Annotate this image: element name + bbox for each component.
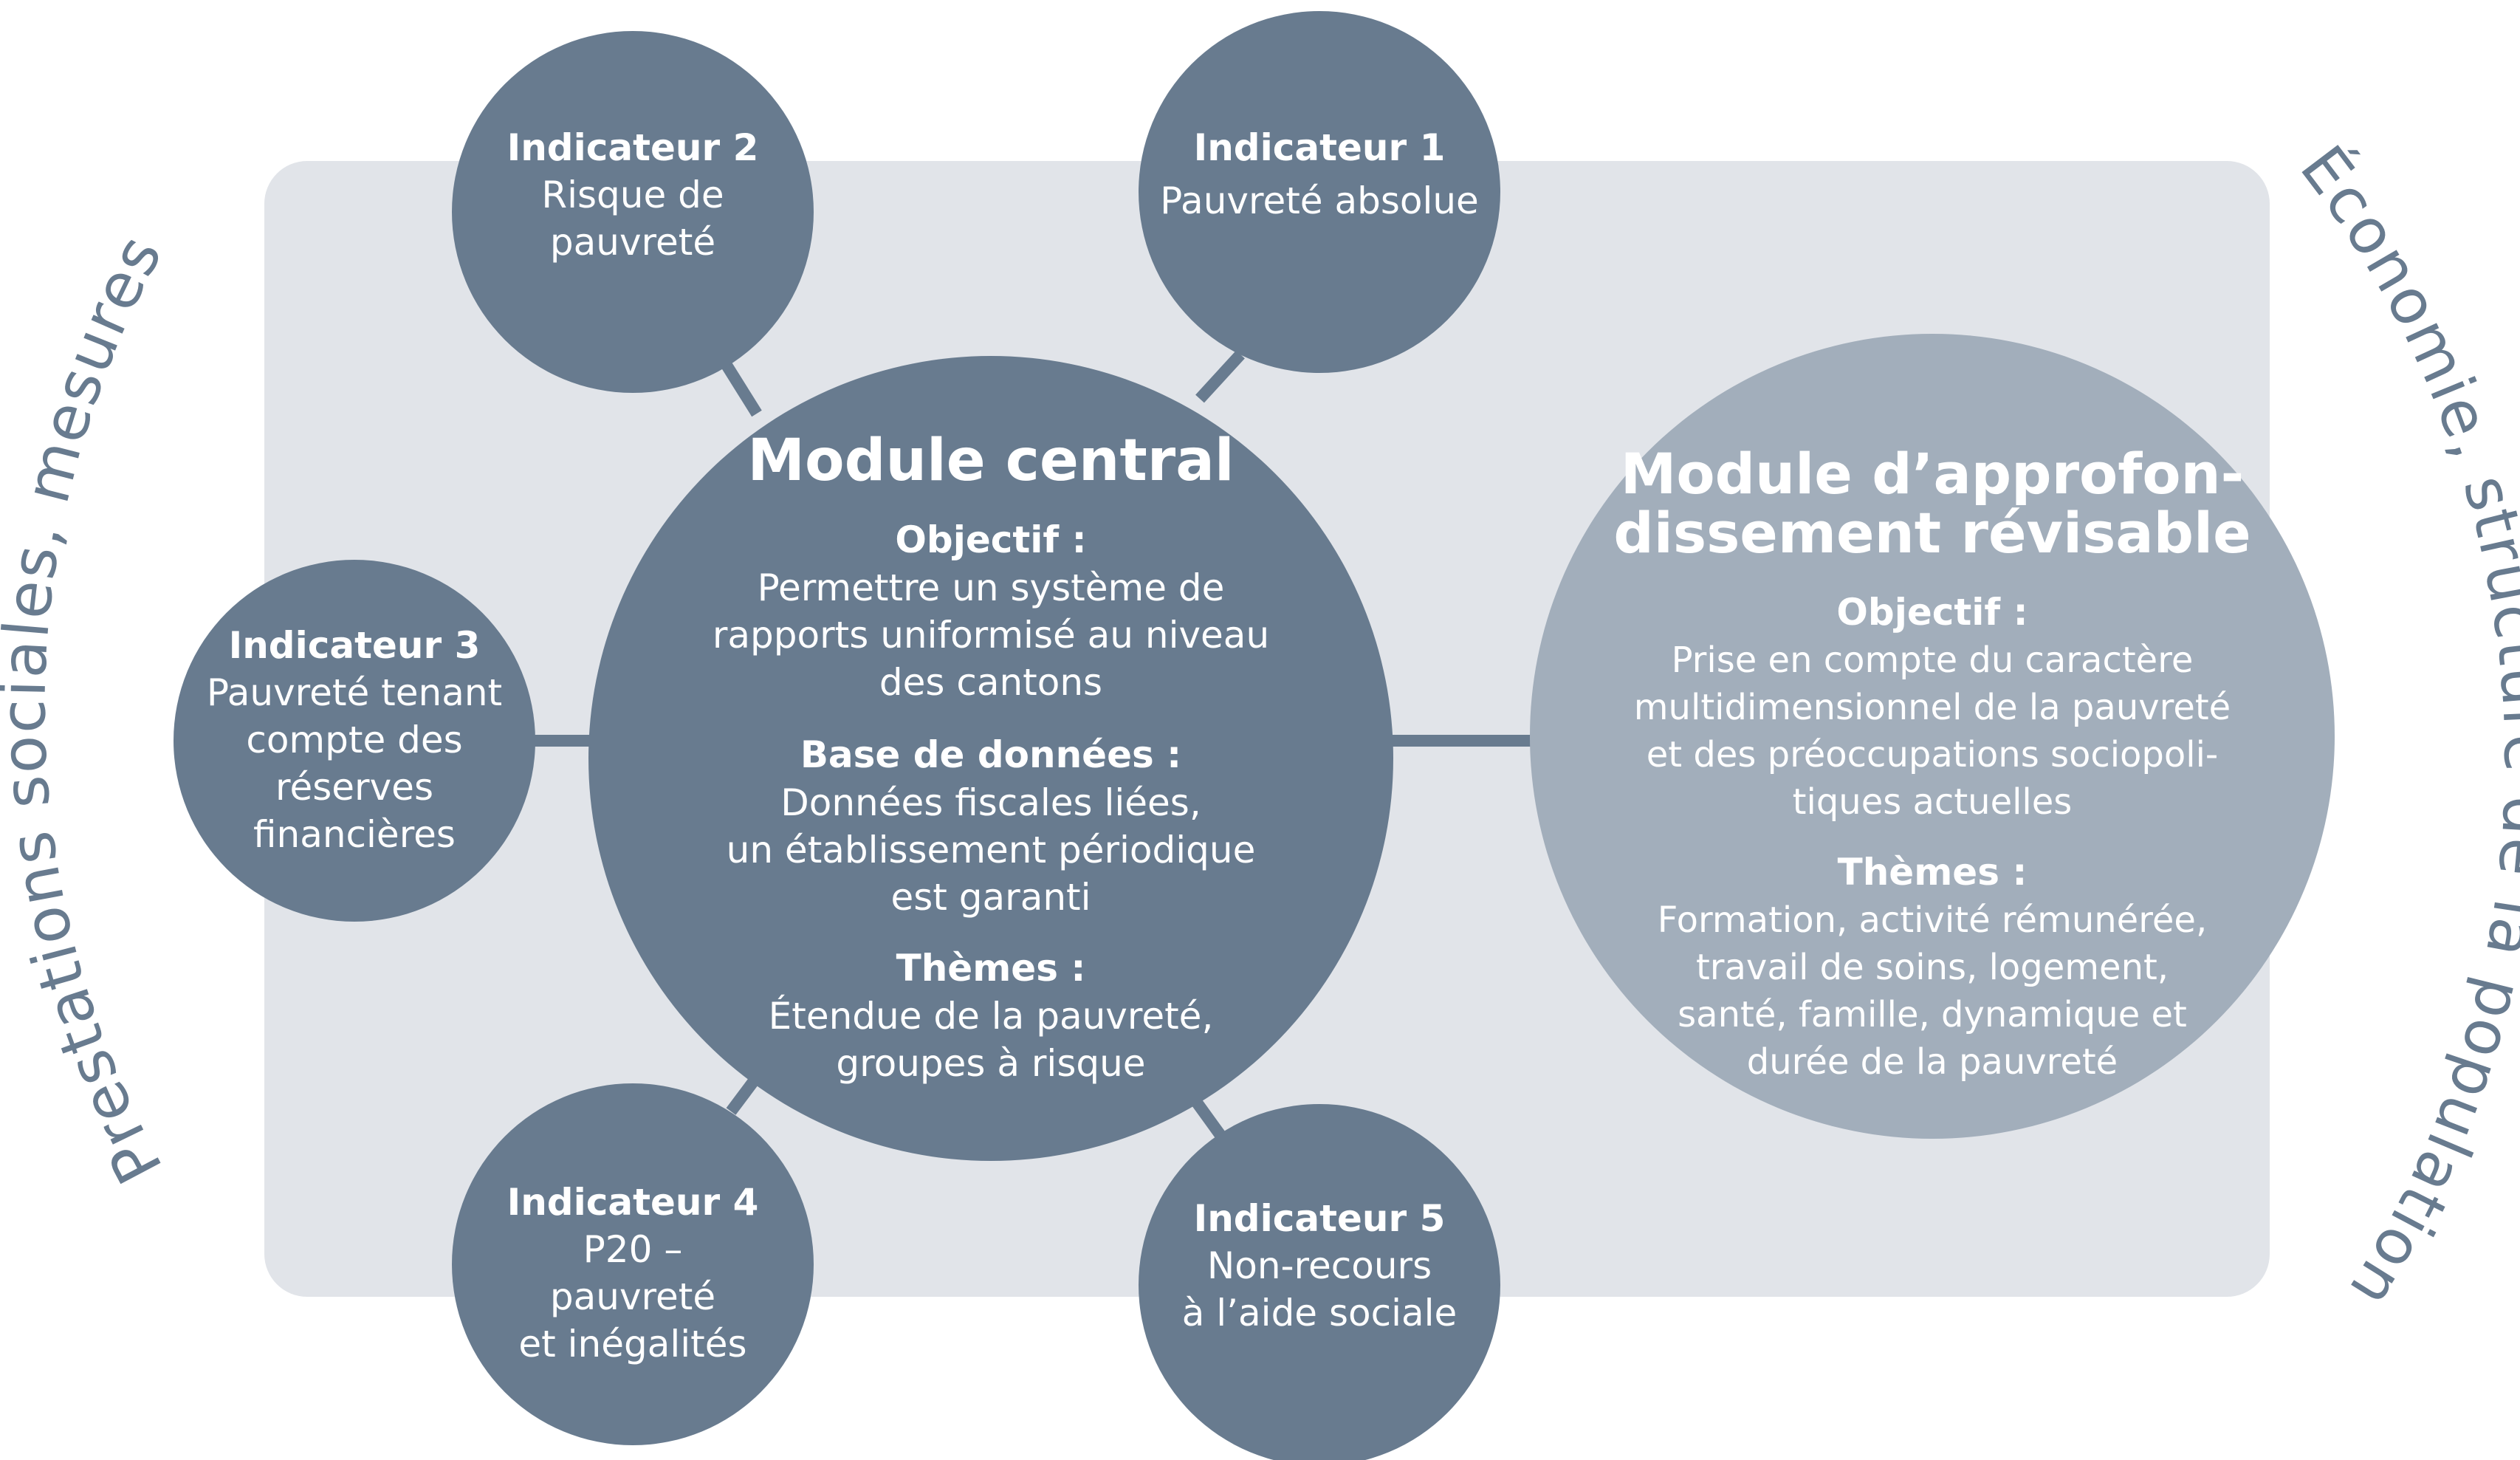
- central-objective-line-3: des cantons: [879, 661, 1102, 704]
- indicator-4: Indicateur 4 P20 – pauvreté et inégalité…: [507, 1181, 759, 1365]
- indicator-4-title: Indicateur 4: [507, 1181, 759, 1224]
- revisable-module: Module d’approfon- dissement révisable O…: [1613, 441, 2251, 1083]
- indicator-1: Indicateur 1 Pauvreté absolue: [1160, 126, 1479, 222]
- indicator-1-circle: [1139, 11, 1500, 373]
- central-module: Module central Objectif : Permettre un s…: [713, 428, 1269, 1085]
- revisable-themes-line-2: travail de soins, logement,: [1696, 947, 2169, 988]
- indicator-5: Indicateur 5 Non-recours à l’aide social…: [1182, 1197, 1458, 1334]
- connector-indicator-2: [718, 357, 762, 417]
- central-objective-line-1: Permettre un système de: [758, 566, 1225, 609]
- indicator-3: Indicateur 3 Pauvreté tenant compte des …: [207, 624, 502, 856]
- indicator-4-circle: [452, 1083, 814, 1445]
- revisable-themes-heading: Thèmes :: [1838, 851, 2028, 894]
- revisable-module-title-line-1: Module d’approfon-: [1621, 441, 2244, 507]
- indicator-4-line-2: pauvreté: [550, 1275, 715, 1318]
- central-module-circle: [588, 356, 1393, 1161]
- indicator-4-line-3: et inégalités: [518, 1323, 746, 1365]
- revisable-objective-line-4: tiques actuelles: [1793, 781, 2073, 823]
- indicator-5-circle: [1139, 1104, 1500, 1460]
- central-database-line-3: est garanti: [890, 876, 1091, 919]
- indicator-1-line-1: Pauvreté absolue: [1160, 179, 1479, 222]
- revisable-themes-line-3: santé, famille, dynamique et: [1678, 994, 2187, 1035]
- central-database-heading: Base de données :: [800, 733, 1181, 776]
- central-themes-line-1: Étendue de la pauvreté,: [769, 994, 1214, 1038]
- indicator-5-title: Indicateur 5: [1194, 1197, 1446, 1240]
- indicator-3-line-2: compte des: [246, 719, 462, 761]
- revisable-objective-line-3: et des préoccupations sociopoli-: [1647, 734, 2219, 775]
- revisable-themes-line-4: durée de la pauvreté: [1747, 1041, 2118, 1083]
- connector-indicator-1: [1195, 350, 1245, 403]
- revisable-module-circle: [1530, 334, 2335, 1139]
- revisable-objective-line-2: multidimensionnel de la pauvreté: [1634, 687, 2231, 728]
- indicator-3-title: Indicateur 3: [229, 624, 481, 667]
- revisable-objective-line-1: Prise en compte du caractère: [1672, 640, 2194, 681]
- central-themes-heading: Thèmes :: [896, 947, 1086, 990]
- central-database-line-2: un établissement périodique: [727, 829, 1256, 871]
- indicator-2-line-2: pauvreté: [550, 221, 715, 264]
- indicator-3-line-3: réserves: [275, 766, 433, 809]
- revisable-objective-heading: Objectif :: [1836, 591, 2028, 634]
- central-themes-line-2: groupes à risque: [836, 1042, 1145, 1085]
- indicator-2: Indicateur 2 Risque de pauvreté: [507, 126, 759, 264]
- indicator-5-line-1: Non-recours: [1207, 1244, 1432, 1287]
- left-side-label: Prestations sociales, mesures: [0, 223, 176, 1196]
- revisable-module-title-line-2: dissement révisable: [1613, 500, 2251, 566]
- central-database-line-1: Données fiscales liées,: [780, 781, 1201, 824]
- indicator-3-line-4: financières: [253, 813, 456, 856]
- indicator-3-circle: [174, 560, 535, 922]
- central-module-title: Module central: [747, 428, 1234, 494]
- revisable-themes-line-1: Formation, activité rémunérée,: [1658, 899, 2207, 941]
- central-objective-heading: Objectif :: [895, 518, 1086, 561]
- indicator-2-circle: [452, 31, 814, 393]
- indicator-3-line-1: Pauvreté tenant: [207, 671, 502, 714]
- indicator-2-title: Indicateur 2: [507, 126, 759, 169]
- indicator-4-line-1: P20 –: [583, 1228, 683, 1271]
- indicator-1-title: Indicateur 1: [1194, 126, 1446, 169]
- central-objective-line-2: rapports uniformisé au niveau: [713, 614, 1269, 657]
- indicator-2-line-1: Risque de: [541, 174, 724, 216]
- indicator-5-line-2: à l’aide sociale: [1182, 1292, 1458, 1334]
